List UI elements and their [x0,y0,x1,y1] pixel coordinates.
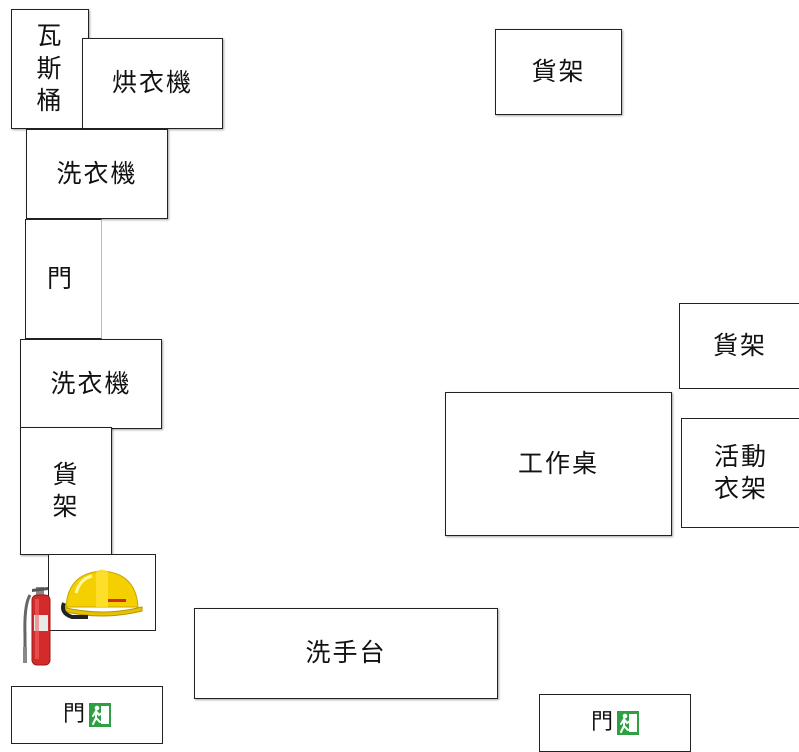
shelf-right: 貨架 [679,303,799,389]
sink-label: 洗手台 [305,638,387,668]
door-left-label: 門 [47,263,75,293]
shelf-right-label: 貨架 [712,330,767,360]
sink: 洗手台 [194,608,498,699]
washer-bottom-label: 洗衣機 [50,368,132,398]
washer-bottom: 洗衣機 [20,339,162,429]
fire-extinguisher-icon [23,587,51,666]
exit-door-right: 門 [539,694,691,752]
exit-door-left-label: 門 [62,701,87,727]
emergency-exit-icon [89,703,111,727]
safety-helmet-icon [61,569,143,619]
washer-top-label: 洗衣機 [56,158,138,188]
mobile-rack: 活動 衣架 [681,418,799,528]
shelf-top: 貨架 [495,29,622,115]
helmet-box [48,554,156,631]
door-left: 門 [25,219,102,339]
exit-door-right-content: 門 [591,709,639,738]
dryer: 烘衣機 [82,38,223,129]
shelf-left: 貨 架 [20,427,112,555]
dryer-label: 烘衣機 [111,68,193,98]
shelf-top-label: 貨架 [531,56,586,86]
washer-top: 洗衣機 [26,129,168,219]
emergency-exit-icon [617,711,639,735]
workbench: 工作桌 [445,392,672,536]
shelf-left-label-1: 貨 [52,459,80,489]
mobile-rack-label-2: 衣架 [713,474,768,503]
exit-door-left: 門 [11,686,163,744]
exit-door-left-content: 門 [63,701,111,730]
mobile-rack-label-1: 活動 [713,441,768,471]
gas-tank-label-2: 斯 [36,53,64,83]
exit-door-right-label: 門 [590,709,615,735]
gas-tank-label-3: 桶 [36,86,64,116]
gas-tank-label-1: 瓦 [36,21,64,51]
shelf-left-label-2: 架 [52,492,80,521]
workbench-label: 工作桌 [517,448,599,478]
gas-tank: 瓦 斯 桶 [11,9,89,129]
